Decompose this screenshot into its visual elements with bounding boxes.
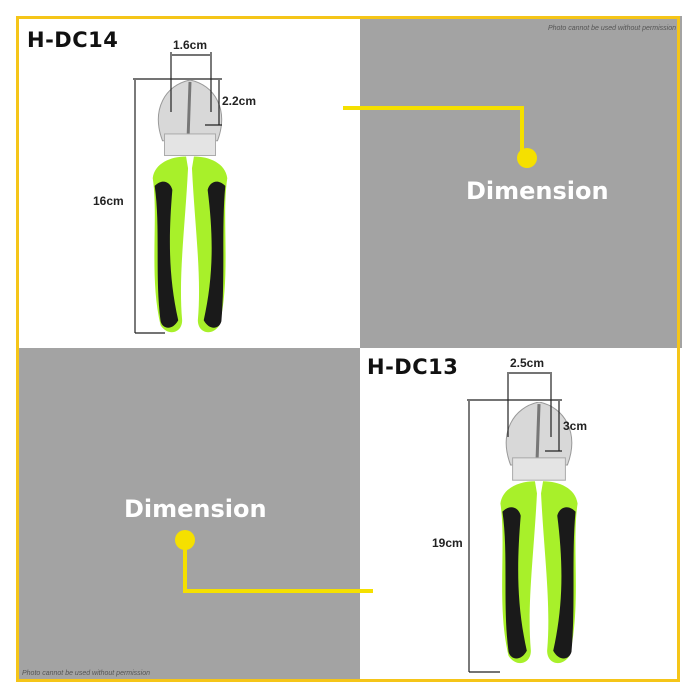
jaw-width-label-top: 1.6cm — [173, 38, 208, 52]
dimension-lines-bottom — [467, 372, 562, 673]
jaw-width-label-bottom: 2.5cm — [510, 356, 545, 370]
jaw-height-label-bottom: 3cm — [563, 419, 588, 433]
pliers-image-h-dc14 — [151, 80, 229, 334]
jaw-height-label-top: 2.2cm — [222, 94, 257, 108]
dimension-callout-bottom: Dimension — [124, 495, 267, 523]
model-label-h-dc14: H-DC14 — [27, 28, 119, 52]
panel-top-right — [360, 16, 682, 348]
length-label-top: 16cm — [93, 194, 124, 208]
yellow-frame — [16, 16, 680, 682]
callout-connector-bottom — [175, 530, 373, 593]
dimension-callout-top: Dimension — [466, 177, 609, 205]
watermark-top: Photo cannot be used without permission — [547, 25, 676, 32]
panel-bottom-left — [16, 348, 360, 682]
panel-top-left — [16, 16, 360, 348]
length-label-bottom: 19cm — [432, 536, 463, 550]
pliers-image-h-dc13 — [498, 402, 580, 665]
callout-connector-top — [343, 106, 537, 168]
model-label-h-dc13: H-DC13 — [367, 355, 459, 379]
dimension-lines-top — [133, 52, 222, 334]
watermark-bottom: Photo cannot be used without permission — [22, 670, 151, 677]
